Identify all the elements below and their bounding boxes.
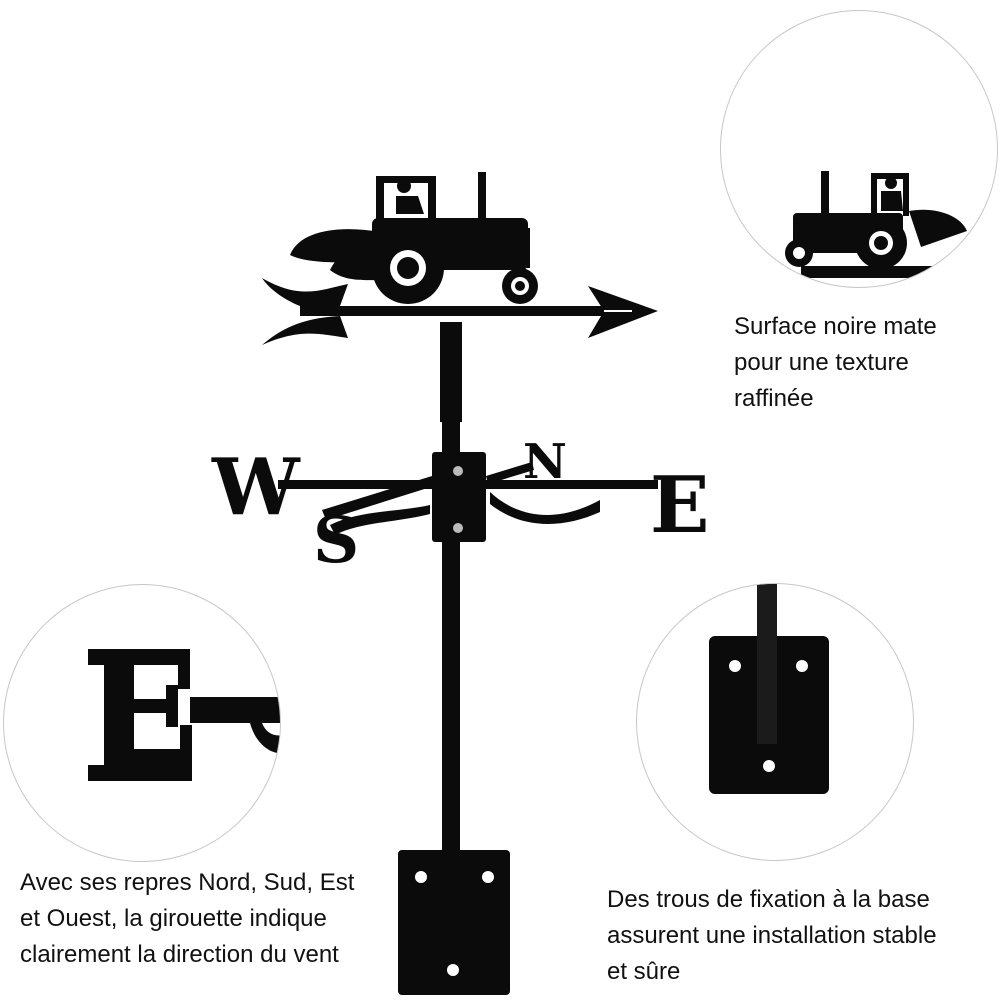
upper-pole [440,322,462,422]
base-plate [398,850,510,995]
arrow-tail-lower [262,316,348,345]
letter-e: E [650,460,709,551]
finish-detail-circle [720,10,998,288]
compass-hub [432,452,486,542]
mounting-plate-detail-icon [709,584,829,794]
base-hole-bottom [447,964,459,976]
mounting-caption: Des trous de fixation à la base assurent… [607,886,937,985]
hub-screw-top [453,466,463,476]
compass-arm-north [486,462,534,484]
tractor-detail-icon [785,171,971,278]
compass-arm-east-west [278,480,658,489]
base-hole-left [415,871,427,883]
hub-screw-bottom [453,523,463,533]
letter-e-detail-icon [88,649,280,781]
directions-caption: Avec ses repres Nord, Sud, Est et Ouest,… [20,869,355,968]
letter-w: W [211,442,301,533]
base-hole-right [482,871,494,883]
mounting-detail-circle [636,583,914,861]
compass-arm-south [322,476,434,520]
finish-caption: Surface noire mate pour une texture raff… [734,313,937,412]
letter-n: N [523,434,567,490]
arrow-tail-upper [262,278,348,306]
tractor-silhouette [290,172,538,304]
directions-detail-circle [3,584,281,862]
letter-s: S [313,503,359,578]
arrow-shaft [300,306,620,316]
